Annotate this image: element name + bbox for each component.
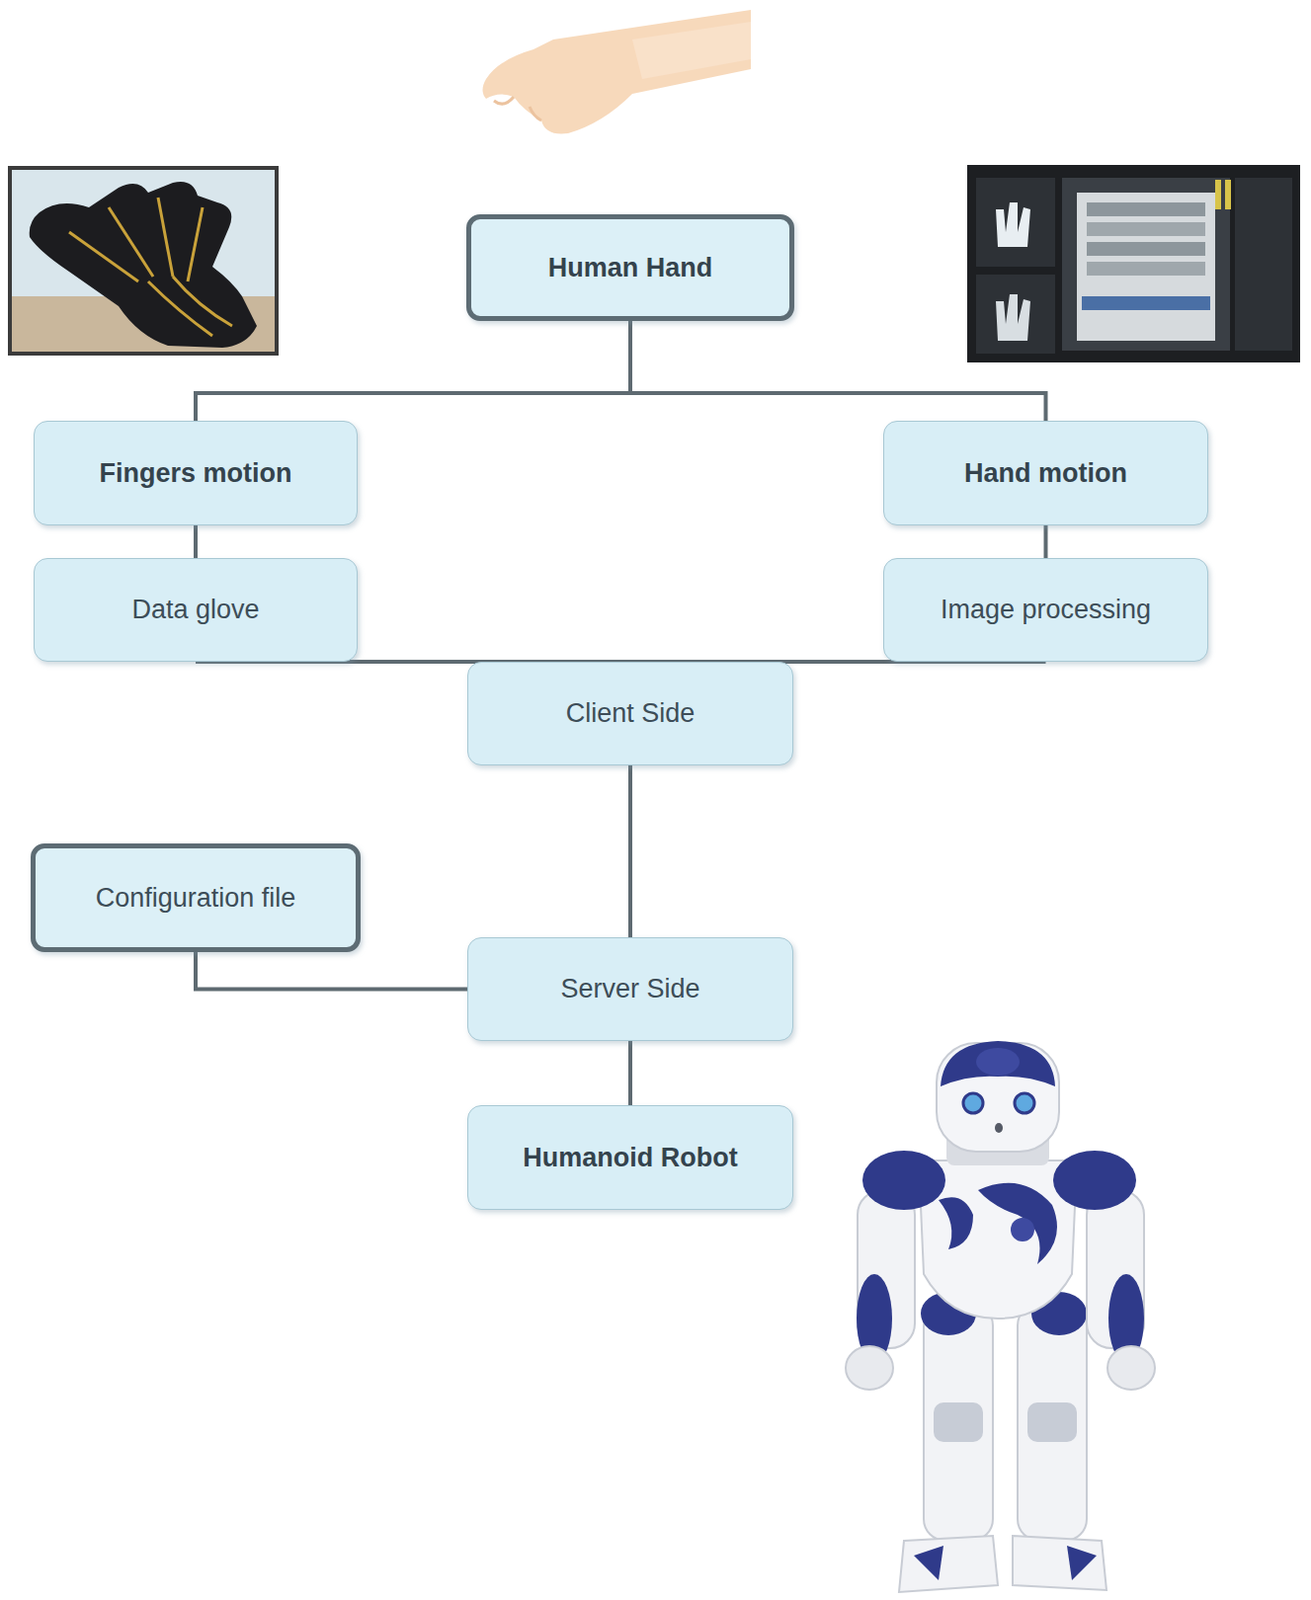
robot-illustration <box>845 1041 1155 1593</box>
process-box: Fingers motion <box>33 420 358 526</box>
process-box: Hand motion <box>883 420 1209 526</box>
node-label: Human Hand <box>540 251 722 284</box>
node-label: Fingers motion <box>91 457 301 490</box>
connector-line <box>195 321 631 421</box>
connector-line <box>195 952 468 990</box>
process-box: Data glove <box>33 558 358 662</box>
connector-line <box>1045 525 1047 559</box>
screen-photo <box>967 164 1301 363</box>
hand-illustration <box>483 9 752 134</box>
node-label: Data glove <box>123 593 267 626</box>
node-label: Client Side <box>558 697 704 730</box>
connector-line <box>195 525 197 559</box>
input-box: Configuration file <box>30 843 361 953</box>
connector-line <box>630 1041 632 1106</box>
node-label: Humanoid Robot <box>514 1142 745 1174</box>
node-label: Server Side <box>552 973 708 1005</box>
connector-line <box>630 765 632 938</box>
node-label: Hand motion <box>956 457 1136 490</box>
process-box: Image processing <box>883 558 1209 662</box>
process-box: Server Side <box>467 937 794 1042</box>
source-box: Human Hand <box>466 214 795 322</box>
glove-photo <box>7 165 279 356</box>
connector-line <box>630 321 1047 421</box>
node-label: Configuration file <box>87 882 305 914</box>
process-box: Client Side <box>467 661 794 766</box>
node-label: Image processing <box>932 593 1159 626</box>
target-box: Humanoid Robot <box>467 1105 794 1211</box>
